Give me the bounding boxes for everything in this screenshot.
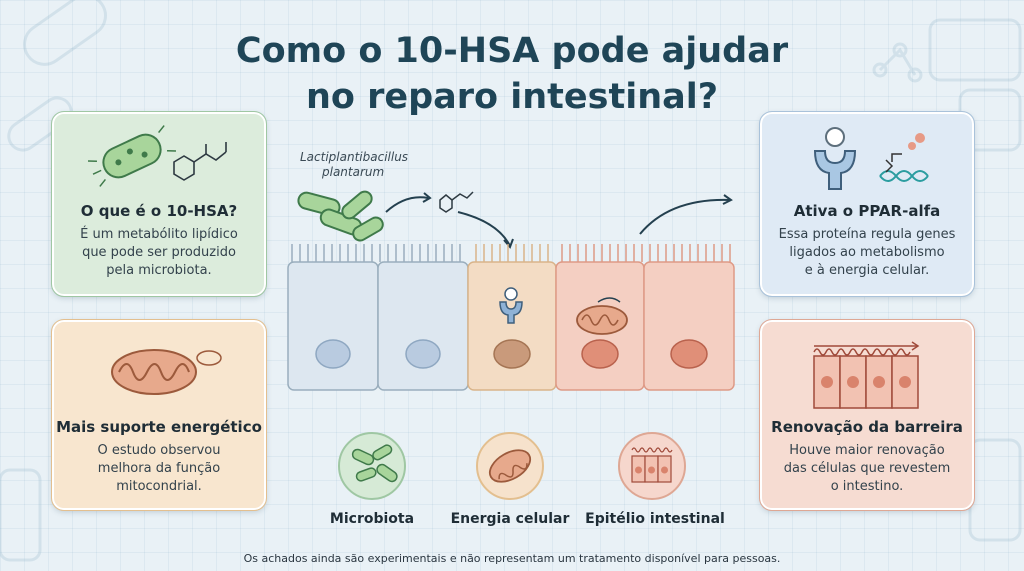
text-line: O estudo observou xyxy=(97,443,221,458)
microbiota-circle-icon xyxy=(338,432,406,500)
text-line: que pode ser produzido xyxy=(82,245,236,260)
label-line: plantarum xyxy=(322,165,385,179)
text-line: o intestino. xyxy=(830,479,904,494)
card-what-is-10hsa: O que é o 10-HSA? É um metabólito lipídi… xyxy=(51,111,267,297)
card-barrier-renewal: Renovação da barreira Houve maior renova… xyxy=(759,319,975,511)
card-renewal-text: Houve maior renovação das células que re… xyxy=(762,442,972,496)
label-line: Lactiplantibacillus xyxy=(300,150,409,164)
footer-disclaimer: Os achados ainda são experimentais e não… xyxy=(243,552,781,565)
molecule-icon xyxy=(173,142,227,181)
card-what-is-heading: O que é o 10-HSA? xyxy=(80,202,238,220)
card-energy-heading: Mais suporte energético xyxy=(56,418,262,436)
receptor-in-cell-icon xyxy=(499,287,523,324)
arrow-cell-up xyxy=(639,198,731,235)
text-line: É um metabólito lipídico xyxy=(80,227,238,242)
card-energy-support: Mais suporte energético O estudo observo… xyxy=(51,319,267,511)
text-line: Essa proteína regula genes xyxy=(778,227,956,242)
text-line: mitocondrial. xyxy=(116,479,202,494)
intestinal-epithelium-circle-icon xyxy=(618,432,686,500)
page-title: Como o 10-HSA pode ajudar no reparo inte… xyxy=(0,28,1024,120)
title-line-2: no reparo intestinal? xyxy=(305,77,719,117)
label-cellular-energy: Energia celular xyxy=(450,511,570,527)
arrow-molecule-to-cell xyxy=(457,211,511,247)
text-line: pela microbiota. xyxy=(106,263,212,278)
receptor-icon xyxy=(813,127,857,190)
cellular-energy-circle-icon xyxy=(476,432,544,500)
bacterium-icon xyxy=(87,125,177,187)
gene-expression-icon xyxy=(879,133,929,182)
text-line: das células que revestem xyxy=(783,461,951,476)
card-ppar-heading: Ativa o PPAR-alfa xyxy=(793,202,941,220)
molecule-10hsa-icon xyxy=(439,191,474,213)
bacteria-cluster-icon xyxy=(297,190,384,242)
mitochondrion-icon xyxy=(111,349,222,395)
text-line: melhora da função xyxy=(97,461,221,476)
card-energy-text: O estudo observou melhora da função mito… xyxy=(54,442,264,496)
arrow-bacteria-to-molecule xyxy=(385,196,429,213)
card-renewal-heading: Renovação da barreira xyxy=(771,418,963,436)
mitochondrion-in-cell-icon xyxy=(576,297,628,335)
text-line: ligados ao metabolismo xyxy=(789,245,945,260)
card-what-is-text: É um metabólito lipídico que pode ser pr… xyxy=(54,226,264,280)
card-ppar-alpha: Ativa o PPAR-alfa Essa proteína regula g… xyxy=(759,111,975,297)
title-line-1: Como o 10-HSA pode ajudar xyxy=(235,31,789,71)
text-line: e à energia celular. xyxy=(804,263,930,278)
label-intestinal-epithelium: Epitélio intestinal xyxy=(585,511,725,527)
text-line: Houve maior renovação xyxy=(789,443,945,458)
epithelium-icon xyxy=(813,341,920,409)
bacteria-species-label: Lactiplantibacillus plantarum xyxy=(300,150,460,180)
card-ppar-text: Essa proteína regula genes ligados ao me… xyxy=(762,226,972,280)
label-microbiota: Microbiota xyxy=(329,511,415,527)
